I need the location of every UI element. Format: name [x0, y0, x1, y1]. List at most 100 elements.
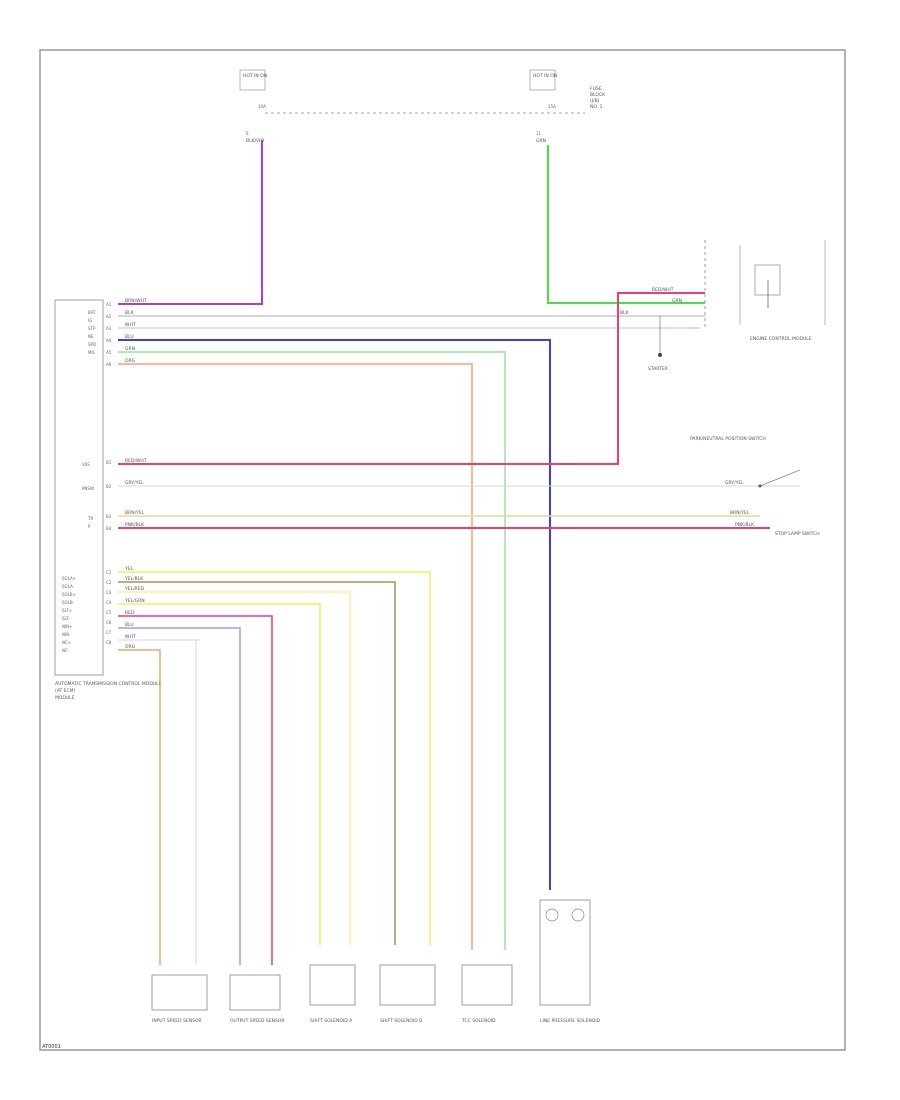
- svg-text:A3: A3: [106, 326, 112, 331]
- svg-text:PNK/BLK: PNK/BLK: [735, 522, 755, 528]
- svg-text:RED/WHT: RED/WHT: [125, 458, 147, 464]
- svg-text:SLT-: SLT-: [62, 616, 70, 621]
- sol-1-label: SHIFT SOLENOID A: [310, 1018, 353, 1024]
- component-line-pressure-solenoid: LINE PRESSURE SOLENOID: [539, 899, 601, 1024]
- svg-text:WHT: WHT: [125, 634, 136, 640]
- diagram-border: [39, 49, 846, 1051]
- svg-text:SOLA+: SOLA+: [62, 576, 76, 581]
- svg-text:C6: C6: [106, 620, 112, 625]
- svg-text:BAT: BAT: [88, 310, 96, 315]
- tcm-module: AUTOMATIC TRANSMISSION CONTROL MODULE (A…: [54, 299, 162, 701]
- ecm-connector: ENGINE CONTROL MODULE: [704, 240, 826, 342]
- svg-text:B2: B2: [106, 484, 112, 489]
- park-neutral-label: PARK/NEUTRAL POSITION SWITCH: [690, 436, 766, 442]
- svg-text:SOLA-: SOLA-: [62, 584, 75, 589]
- svg-text:GRY/YEL: GRY/YEL: [725, 480, 744, 486]
- svg-text:C4: C4: [106, 600, 112, 605]
- svg-text:STP: STP: [88, 326, 96, 331]
- starter-label: STARTER: [648, 366, 668, 372]
- svg-text:GRN: GRN: [672, 298, 682, 304]
- svg-text:10A: 10A: [258, 104, 266, 109]
- ign-fuse-right: HOT IN ON FUSE BLOCK (J/B) NO. 1: [529, 69, 606, 110]
- svg-text:YEL/GRN: YEL/GRN: [124, 598, 145, 604]
- svg-text:SPD: SPD: [88, 342, 96, 347]
- svg-text:C3: C3: [106, 590, 112, 595]
- svg-text:A5: A5: [106, 350, 112, 355]
- svg-text:A2: A2: [106, 314, 112, 319]
- svg-text:P: P: [88, 524, 91, 529]
- svg-text:ORG: ORG: [125, 358, 136, 364]
- component-shift-solenoid-b: SHIFT SOLENOID B: [379, 964, 436, 1024]
- svg-text:C5: C5: [106, 610, 112, 615]
- svg-text:ORG: ORG: [125, 644, 136, 650]
- svg-text:FUSE: FUSE: [590, 86, 602, 92]
- component-tcc-solenoid: TCC SOLENOID: [461, 964, 513, 1024]
- svg-text:WHT: WHT: [125, 322, 136, 328]
- wire-blue: [118, 339, 551, 890]
- wire-sol-lightyellow: [118, 603, 321, 945]
- svg-text:C1: C1: [106, 570, 112, 575]
- svg-text:B4: B4: [106, 526, 112, 531]
- svg-text:11: 11: [536, 131, 542, 136]
- svg-text:GRN: GRN: [536, 138, 546, 144]
- svg-text:YEL: YEL: [124, 566, 134, 572]
- svg-text:YEL/BLK: YEL/BLK: [124, 576, 144, 582]
- svg-text:VSS: VSS: [82, 462, 90, 467]
- wire-lightgreen: [118, 351, 506, 950]
- ign-fuse-right-label: HOT IN ON: [533, 73, 557, 79]
- tcm-pin-numbers: A1 A2 A3 A4 A5 A6 B1 B2 B3 B4 C1 C2 C3 C…: [106, 302, 112, 645]
- svg-text:(AT ECM): (AT ECM): [55, 688, 76, 694]
- svg-text:NIN+: NIN+: [62, 624, 73, 629]
- wire-sensor-red: [118, 615, 273, 965]
- svg-text:A4: A4: [106, 338, 112, 343]
- svg-text:NO. 1: NO. 1: [590, 104, 603, 110]
- svg-text:6: 6: [246, 131, 249, 136]
- svg-text:BLU: BLU: [125, 622, 134, 628]
- component-output-speed-sensor: OUTPUT SPEED SENSOR: [229, 974, 285, 1024]
- svg-text:PNSW: PNSW: [82, 486, 94, 491]
- starter-ground: STARTER: [648, 316, 668, 372]
- svg-text:BLK/VIO: BLK/VIO: [246, 138, 264, 144]
- svg-text:RED/WHT: RED/WHT: [652, 287, 674, 293]
- svg-text:BLOCK: BLOCK: [590, 92, 606, 98]
- component-shift-solenoid-a: SHIFT SOLENOID A: [309, 964, 356, 1024]
- svg-text:C2: C2: [106, 580, 112, 585]
- svg-text:YEL/RED: YEL/RED: [124, 586, 145, 592]
- diagram-code: AT0001: [42, 1044, 61, 1050]
- svg-text:GRY/YEL: GRY/YEL: [125, 480, 144, 486]
- svg-text:BRN/WHT: BRN/WHT: [125, 298, 147, 304]
- svg-text:BLK: BLK: [620, 310, 630, 316]
- svg-text:C8: C8: [106, 640, 112, 645]
- ign-fuse-left: HOT IN ON: [239, 69, 267, 91]
- svg-text:MIL: MIL: [88, 350, 96, 355]
- svg-text:B1: B1: [106, 460, 112, 465]
- wire-sol-olive: [118, 581, 396, 945]
- svg-text:GRN: GRN: [125, 346, 135, 352]
- svg-text:BRN/YEL: BRN/YEL: [730, 510, 750, 516]
- sensor-2-label: OUTPUT SPEED SENSOR: [230, 1018, 285, 1024]
- component-input-speed-sensor: INPUT SPEED SENSOR: [151, 974, 208, 1024]
- park-neutral-switch: PARK/NEUTRAL POSITION SWITCH: [690, 436, 801, 488]
- wire-sol-yellow-2: [118, 591, 351, 945]
- tcm-pin-labels: BAT IG STP NE SPD MIL VSS PNSW TR P SOLA…: [62, 310, 96, 653]
- sol-4-label: LINE PRESSURE SOLENOID: [540, 1018, 601, 1024]
- wire-green: [547, 145, 705, 304]
- svg-text:A1: A1: [106, 302, 112, 307]
- stop-lamp-label: STOP LAMP SWITCH: [775, 531, 820, 537]
- sol-2-label: SHIFT SOLENOID B: [380, 1018, 422, 1024]
- ign-fuse-left-label: HOT IN ON: [243, 73, 267, 79]
- stop-lamp-ref: STOP LAMP SWITCH: [775, 531, 820, 537]
- tcm-label: AUTOMATIC TRANSMISSION CONTROL MODULE: [55, 681, 162, 687]
- wire-sol-yellow-1: [118, 571, 431, 945]
- svg-text:NIN-: NIN-: [62, 632, 71, 637]
- wire-orange: [118, 363, 473, 950]
- svg-text:(J/B): (J/B): [590, 98, 600, 104]
- svg-text:NC-: NC-: [62, 648, 70, 653]
- svg-text:TR: TR: [87, 516, 93, 521]
- svg-text:NC+: NC+: [62, 640, 71, 645]
- svg-text:SOLB+: SOLB+: [62, 592, 76, 597]
- svg-text:RED: RED: [125, 610, 135, 616]
- svg-text:SLT+: SLT+: [62, 608, 72, 613]
- wire-sensor-blue: [118, 627, 241, 965]
